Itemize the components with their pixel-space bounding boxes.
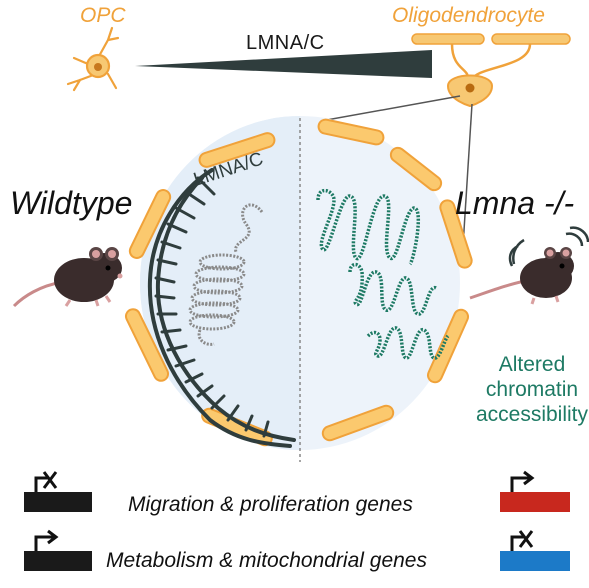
gene-on-arrow-icon (510, 470, 535, 492)
gene-promoter-icon (34, 476, 48, 492)
gene-on-arrow-icon (34, 529, 59, 551)
gene-bar-off-black (24, 492, 92, 512)
gene-off-x-icon (42, 471, 58, 489)
legend-row-2 (24, 529, 570, 571)
wildtype-label: Wildtype (10, 185, 133, 221)
lmna-gradient-wedge (135, 50, 432, 78)
opc-label: OPC (80, 4, 126, 27)
gene-bar-on-black (24, 551, 92, 571)
open-chromatin (316, 188, 450, 360)
legend-label-metabolism: Metabolism & mitochondrial genes (106, 549, 427, 572)
legend-row-1 (24, 470, 570, 512)
gene-bar-off-blue (500, 551, 570, 571)
knockout-label: Lmna -/- (455, 185, 575, 221)
compact-chromatin (188, 203, 264, 346)
gene-bar-on-red (500, 492, 570, 512)
oligodendrocyte-icon (411, 33, 571, 108)
lmna-gradient-label: LMNA/C (246, 32, 325, 54)
nucleus (124, 116, 473, 462)
chromatin-accessibility-label: Altered chromatin accessibility (475, 353, 589, 426)
oligodendrocyte-label: Oligodendrocyte (392, 4, 545, 27)
gene-off-x-icon (518, 530, 534, 548)
mouse-icon (469, 226, 589, 305)
opc-cell-icon (66, 26, 120, 92)
gene-promoter-icon (510, 535, 524, 551)
mouse-icon (12, 247, 123, 308)
legend-label-migration: Migration & proliferation genes (128, 493, 413, 516)
nuclear-lamina-strands (147, 168, 296, 448)
